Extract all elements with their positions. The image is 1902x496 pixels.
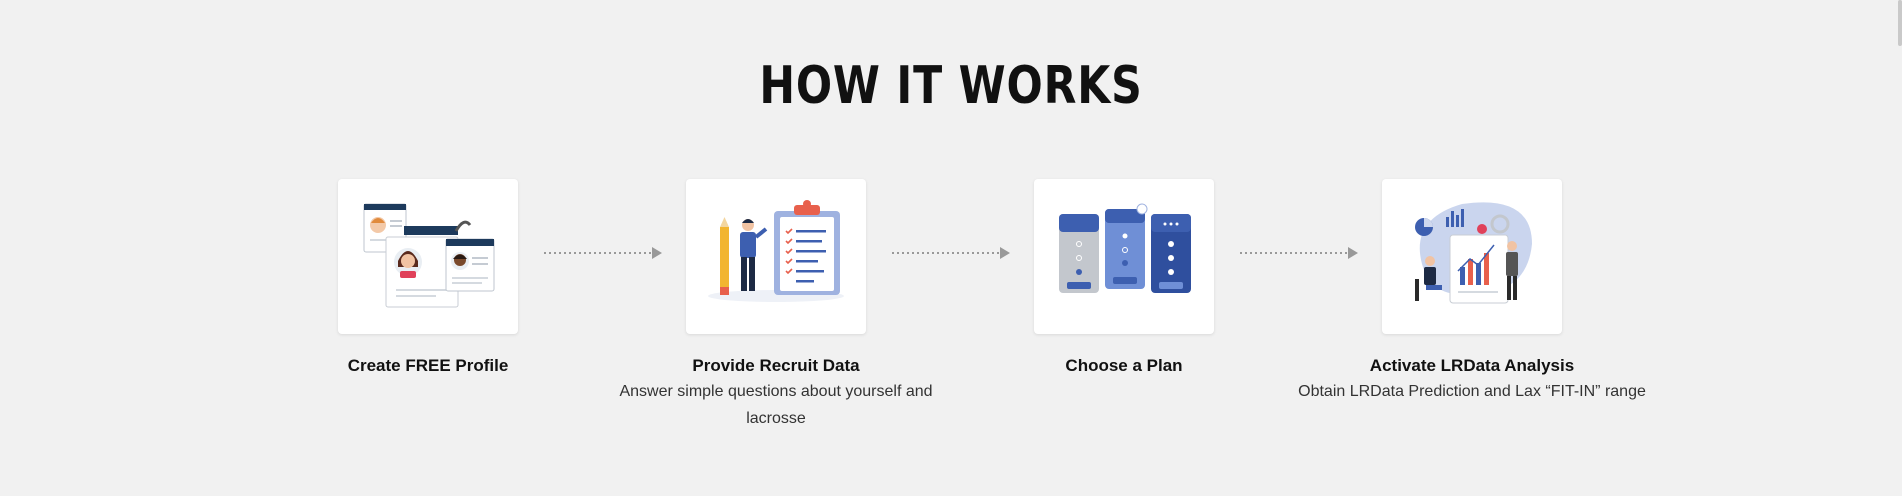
arrow-right-icon bbox=[1240, 247, 1358, 259]
step-3-title: Choose a Plan bbox=[1065, 356, 1183, 375]
step-4-card bbox=[1382, 179, 1562, 334]
clipboard-checklist-illustration-icon bbox=[708, 200, 844, 302]
step-4-description: Obtain LRData Prediction and Lax “FIT-IN… bbox=[1298, 383, 1646, 400]
pricing-plans-illustration-icon bbox=[1059, 203, 1191, 293]
step-3-card bbox=[1034, 179, 1214, 334]
data-analysis-illustration-icon bbox=[1415, 202, 1532, 304]
arrow-right-icon bbox=[544, 247, 662, 259]
profile-cards-illustration-icon bbox=[363, 203, 495, 308]
step-4-title: Activate LRData Analysis bbox=[1369, 356, 1575, 375]
arrow-right-icon bbox=[892, 247, 1010, 259]
step-2-card bbox=[686, 179, 866, 334]
scrollbar[interactable] bbox=[1898, 0, 1902, 46]
step-1-card bbox=[338, 179, 518, 334]
section-title: HOW IT WORKS bbox=[759, 56, 1143, 116]
step-1-title: Create FREE Profile bbox=[347, 356, 509, 375]
step-2-title: Provide Recruit Data bbox=[692, 356, 860, 375]
step-2-description: Answer simple questions about yourself a… bbox=[619, 383, 933, 427]
